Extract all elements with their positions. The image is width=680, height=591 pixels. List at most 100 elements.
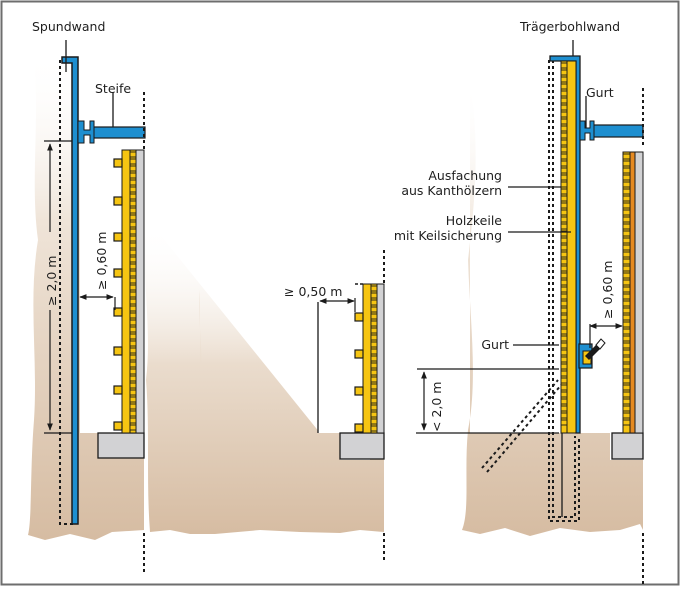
right-panel-soldier-pile xyxy=(416,40,644,584)
right-concrete-block xyxy=(611,432,644,460)
timber-board xyxy=(622,349,631,356)
timber-board xyxy=(622,202,631,209)
timber-board xyxy=(622,419,631,426)
soil-middle xyxy=(144,225,384,534)
timber-board xyxy=(622,209,631,216)
label-gurt-top: Gurt xyxy=(586,85,614,100)
timber-board xyxy=(560,139,568,146)
timber-board xyxy=(560,335,568,342)
timber-board xyxy=(129,242,137,249)
timber-board xyxy=(622,405,631,412)
timber-board xyxy=(622,265,631,272)
timber-board xyxy=(129,382,137,389)
timber-board xyxy=(129,319,137,326)
timber-cleat xyxy=(113,307,123,317)
timber-board xyxy=(129,186,137,193)
timber-board xyxy=(622,195,631,202)
timber-board xyxy=(560,118,568,125)
timber-board xyxy=(129,235,137,242)
timber-board xyxy=(560,412,568,419)
timber-board xyxy=(622,412,631,419)
timber-board xyxy=(129,207,137,214)
timber-cleat xyxy=(354,423,364,433)
timber-board xyxy=(622,391,631,398)
timber-board xyxy=(370,376,378,383)
timber-cleat xyxy=(113,158,123,168)
timber-board xyxy=(129,256,137,263)
timber-cleat xyxy=(354,386,364,396)
top-strut xyxy=(592,124,644,138)
timber-board xyxy=(560,328,568,335)
strut xyxy=(92,126,146,139)
timber-board xyxy=(129,340,137,347)
timber-board xyxy=(129,249,137,256)
timber-board xyxy=(622,272,631,279)
timber-board xyxy=(129,263,137,270)
timber-board xyxy=(370,390,378,397)
timber-cleat xyxy=(354,349,364,359)
timber-board xyxy=(370,334,378,341)
timber-board xyxy=(560,202,568,209)
timber-board xyxy=(622,153,631,160)
timber-board xyxy=(129,291,137,298)
label-holzkeile-1: Holzkeile xyxy=(446,213,503,228)
timber-board xyxy=(560,69,568,76)
timber-board xyxy=(622,181,631,188)
timber-board xyxy=(622,244,631,251)
timber-board xyxy=(622,223,631,230)
timber-board xyxy=(129,333,137,340)
timber-board xyxy=(622,160,631,167)
timber-board xyxy=(560,76,568,83)
timber-board xyxy=(622,398,631,405)
timber-board xyxy=(129,221,137,228)
timber-board xyxy=(560,153,568,160)
timber-board xyxy=(560,321,568,328)
timber-board xyxy=(129,326,137,333)
timber-board xyxy=(370,425,378,432)
timber-board xyxy=(129,347,137,354)
dim-min-width-left: ≥ 0,60 m xyxy=(94,232,109,290)
timber-board xyxy=(560,272,568,279)
timber-board xyxy=(622,258,631,265)
timber-board xyxy=(560,391,568,398)
strut-connector xyxy=(77,120,95,144)
timber-board xyxy=(560,160,568,167)
timber-board xyxy=(622,188,631,195)
timber-board xyxy=(622,335,631,342)
timber-board xyxy=(560,405,568,412)
timber-board xyxy=(622,230,631,237)
timber-board xyxy=(129,424,137,431)
timber-board xyxy=(622,237,631,244)
timber-board xyxy=(370,418,378,425)
sheet-pile xyxy=(61,56,79,525)
timber-board xyxy=(129,354,137,361)
timber-board xyxy=(622,370,631,377)
timber-board xyxy=(622,167,631,174)
dim-min-width-middle: ≥ 0,50 m xyxy=(284,284,342,299)
timber-board xyxy=(560,377,568,384)
timber-board xyxy=(370,355,378,362)
timber-board xyxy=(560,62,568,69)
timber-cleat xyxy=(113,346,123,356)
timber-board xyxy=(129,200,137,207)
timber-board xyxy=(560,132,568,139)
timber-board xyxy=(129,305,137,312)
timber-board xyxy=(370,285,378,292)
timber-board xyxy=(560,104,568,111)
timber-board xyxy=(370,362,378,369)
timber-board xyxy=(560,307,568,314)
timber-board xyxy=(622,363,631,370)
timber-board xyxy=(129,270,137,277)
label-gurt-lower: Gurt xyxy=(481,337,509,352)
timber-board xyxy=(622,286,631,293)
timber-board xyxy=(560,223,568,230)
timber-board xyxy=(560,216,568,223)
timber-cleat xyxy=(113,421,123,431)
timber-board xyxy=(622,384,631,391)
timber-cleat xyxy=(354,312,364,322)
timber-board xyxy=(560,356,568,363)
timber-board xyxy=(370,397,378,404)
timber-board xyxy=(129,179,137,186)
